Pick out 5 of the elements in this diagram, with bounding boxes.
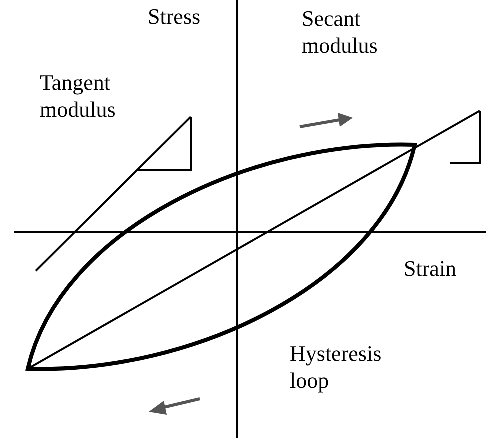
axis-label: Strain: [404, 255, 458, 282]
axis-label: Stress: [148, 3, 202, 30]
annotation-label: Hysteresis loop: [290, 340, 383, 394]
annotation-label: Tangent modulus: [40, 69, 117, 123]
annotation-label: Secant modulus: [302, 5, 379, 59]
